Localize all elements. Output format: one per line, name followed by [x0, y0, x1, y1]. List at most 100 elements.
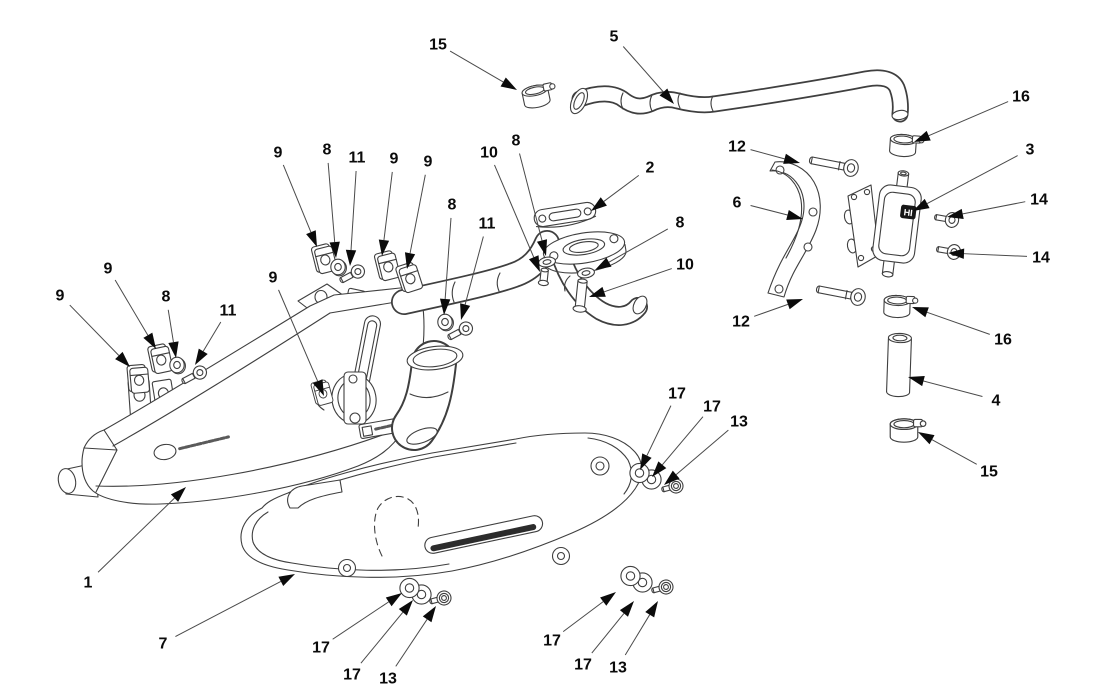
callout-arrowhead	[908, 376, 925, 387]
callout-arrowhead	[912, 307, 929, 318]
heat-shield-boss	[551, 546, 571, 566]
pan-screw	[339, 264, 366, 284]
callout-number-9: 9	[269, 270, 278, 287]
callout-number-17: 17	[312, 640, 330, 657]
callout-leader	[562, 601, 604, 632]
pan-screw	[181, 365, 208, 385]
callout-number-14: 14	[1032, 250, 1050, 267]
callout-arrowhead	[385, 593, 402, 607]
callout-leader	[754, 303, 789, 317]
callout-arrowhead	[439, 298, 451, 315]
hidden-outline	[373, 495, 420, 557]
callout-arrowhead	[536, 239, 548, 256]
header-pipe	[391, 230, 648, 326]
callout-arrowhead	[312, 379, 324, 396]
flange-washer	[577, 267, 595, 279]
callout-number-11: 11	[479, 216, 496, 233]
spacer-pair	[620, 565, 653, 593]
callout-leader	[926, 155, 1018, 204]
callout-leader	[750, 149, 785, 160]
callout-leader	[350, 170, 357, 251]
washer	[437, 313, 454, 332]
callout-leader	[327, 162, 336, 243]
callout-arrowhead	[595, 257, 612, 270]
callout-leader	[175, 580, 282, 637]
callout-leader	[928, 101, 1009, 137]
callout-arrowhead	[329, 241, 340, 258]
flange-washer	[538, 256, 556, 268]
callout-number-13: 13	[730, 414, 748, 431]
callout-number-6: 6	[733, 195, 742, 212]
reed-valve: HI	[843, 170, 922, 278]
callout-leader	[646, 405, 672, 456]
callout-leader	[624, 614, 651, 656]
callout-leader	[622, 46, 664, 93]
callout-leader	[963, 253, 1028, 257]
muffler-slot-vent	[352, 315, 382, 391]
muffler-body	[81, 287, 425, 505]
callout-arrowhead	[591, 197, 607, 211]
valve-marking-box	[900, 204, 917, 220]
callout-leader	[278, 289, 319, 382]
callout-leader	[519, 153, 543, 241]
callout-arrowhead	[345, 249, 357, 266]
rubber-tube	[886, 332, 912, 398]
spacer-pair	[399, 577, 432, 605]
muffler-inlet-elbow	[391, 340, 464, 451]
diagram-artwork: HI	[57, 69, 962, 606]
callout-leader	[114, 279, 149, 336]
callout-number-9: 9	[104, 261, 113, 278]
callout-arrowhead	[115, 351, 130, 367]
callout-arrowhead	[948, 248, 965, 259]
socket-bolt	[815, 285, 866, 306]
callout-arrowhead	[947, 208, 964, 220]
callout-number-16: 16	[1012, 89, 1030, 106]
flange-stud	[537, 267, 549, 287]
callout-arrowhead	[619, 601, 634, 617]
callout-leader	[750, 205, 788, 216]
callout-leader	[962, 201, 1026, 215]
callout-leader	[675, 429, 729, 475]
callout-number-17: 17	[543, 633, 561, 650]
callout-leader	[97, 497, 175, 573]
callout-number-17: 17	[343, 667, 361, 684]
hose-clamp-15	[521, 82, 556, 109]
callout-number-10: 10	[480, 145, 498, 162]
callout-arrowhead	[913, 198, 930, 211]
callout-number-8: 8	[162, 289, 171, 306]
callout-arrowhead	[143, 332, 156, 349]
heat-shield-boss	[337, 558, 357, 578]
muffler-boss-clamp	[314, 371, 377, 425]
callout-number-13: 13	[379, 671, 397, 688]
callout-arrowhead	[914, 130, 931, 142]
callout-arrowhead	[589, 286, 606, 297]
callout-leader	[202, 321, 222, 352]
callout-leader	[608, 228, 669, 263]
callout-arrowhead	[306, 230, 317, 247]
callout-number-1: 1	[84, 575, 93, 592]
callout-leader	[603, 174, 640, 202]
washer	[330, 258, 347, 277]
callout-number-5: 5	[610, 29, 619, 46]
spacer-pair	[629, 462, 662, 490]
clip-nut	[395, 262, 424, 294]
callout-number-10: 10	[676, 257, 694, 274]
callout-arrowhead	[500, 77, 517, 90]
callout-leader	[167, 309, 174, 343]
pan-screw	[447, 321, 474, 341]
callout-number-8: 8	[512, 133, 521, 150]
callout-number-9: 9	[56, 288, 65, 305]
pipe-outlet-opening	[632, 295, 648, 315]
clip-nut	[373, 250, 401, 282]
callout-arrowhead	[783, 153, 800, 164]
callout-number-3: 3	[1026, 142, 1035, 159]
callout-arrowhead	[918, 432, 935, 445]
washer	[169, 356, 186, 375]
callout-leader	[332, 601, 389, 640]
heat-shield-slot	[424, 515, 544, 554]
heat-shield	[240, 432, 643, 578]
clip-nut	[126, 363, 150, 394]
brand-emblem	[153, 435, 230, 461]
